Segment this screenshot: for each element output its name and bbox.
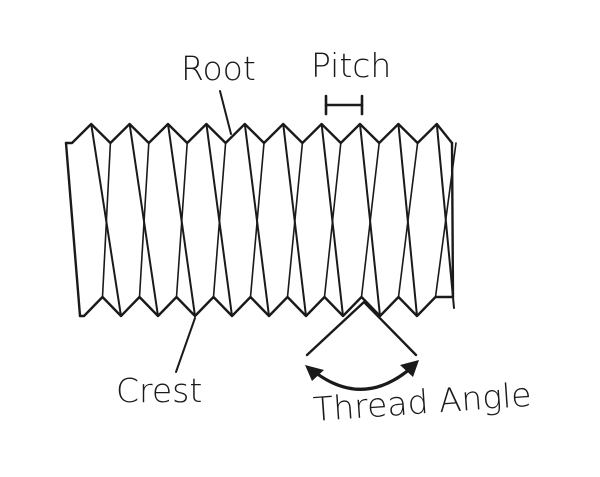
thread-top-profile — [64, 122, 454, 145]
thread-bottom-profile — [78, 295, 455, 318]
thread-angle-arrow-right-icon — [400, 360, 419, 377]
crest-leader-line — [175, 317, 196, 373]
pitch-dimension-marker — [324, 94, 364, 116]
root-leader-line — [219, 90, 232, 135]
crest-label: Crest — [116, 371, 202, 410]
thread-angle-arrow-left-icon — [305, 365, 324, 381]
thread-root-line — [434, 142, 457, 298]
thread-root-lines — [101, 142, 457, 298]
thread-angle-label: Thread Angle — [312, 375, 533, 429]
rod-left-end — [64, 141, 82, 318]
thread-root-line — [286, 142, 304, 298]
root-label: Root — [181, 49, 256, 88]
thread-angle-indicator — [305, 300, 419, 391]
thread-root-line — [360, 142, 381, 298]
thread-root-line — [212, 142, 227, 298]
thread-root-line — [397, 142, 419, 298]
thread-root-line — [249, 142, 265, 298]
thread-crest-line — [435, 123, 455, 309]
thread-root-line — [175, 142, 188, 298]
thread-angle-arc — [314, 366, 413, 391]
thread-root-line — [323, 142, 342, 298]
thread-root-line — [101, 142, 112, 298]
pitch-label: Pitch — [311, 46, 391, 85]
thread-angle-flanks — [305, 300, 418, 357]
thread-root-line — [138, 142, 150, 298]
threaded-rod — [64, 122, 457, 318]
